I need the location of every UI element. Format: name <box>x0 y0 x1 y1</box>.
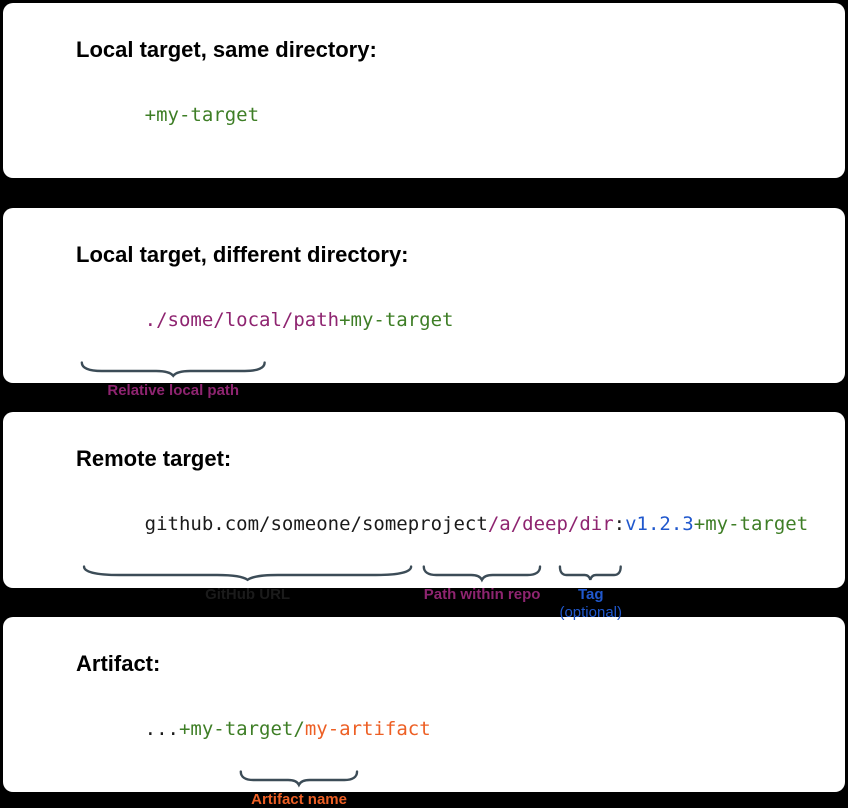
annotation-artifact-name: Artifact name <box>236 770 362 808</box>
annotation-relative-local-path: Relative local path <box>76 361 270 399</box>
annotation-row: Relative local path <box>76 361 825 399</box>
code-segment-github-url: github.com/someone/someproject <box>144 513 488 535</box>
card-remote-target: Remote target: github.com/someone/somepr… <box>3 412 845 621</box>
code-segment-tag: v1.2.3 <box>625 513 694 535</box>
code-segment-target: +my-target <box>339 309 454 331</box>
annotation-label: Path within repo <box>423 586 541 603</box>
underbrace-icon <box>79 565 416 581</box>
card-heading: Remote target: <box>76 446 232 471</box>
annotation-path-within-repo: Path within repo <box>419 565 545 603</box>
code-segment-local-path: ./some/local/path <box>144 309 340 331</box>
underbrace-icon <box>422 565 542 581</box>
underbrace-icon <box>239 770 359 786</box>
annotation-github-url: GitHub URL <box>76 565 419 603</box>
code-segment-target: +my-target <box>693 513 809 535</box>
annotation-label: Relative local path <box>107 382 240 399</box>
code-segment-colon: : <box>613 513 626 535</box>
card-heading: Local target, different directory: <box>76 242 409 267</box>
card-artifact: Artifact: ...+my-target/my-artifact Arti… <box>3 617 845 808</box>
code-segment-repo-path: /a/deep/dir <box>487 513 614 535</box>
card-heading: Artifact: <box>76 651 161 676</box>
annotation-label: GitHub URL <box>205 586 291 603</box>
code-line: github.com/someone/someproject/a/deep/di… <box>76 490 825 559</box>
code-line: ./some/local/path+my-target <box>76 286 825 355</box>
underbrace-icon <box>559 565 622 581</box>
code-segment-artifact: my-artifact <box>304 718 431 740</box>
annotation-row: Artifact name <box>76 770 825 808</box>
code-line: +my-target <box>76 81 825 150</box>
annotation-label: Artifact name <box>251 791 347 808</box>
card-local-target-same-directory: Local target, same directory: +my-target <box>3 3 845 178</box>
annotation-row: GitHub URL Path within repo Tag (optiona… <box>76 565 825 621</box>
code-segment-target: +my-target/ <box>178 718 305 740</box>
code-line: ...+my-target/my-artifact <box>76 695 825 764</box>
annotation-tag: Tag (optional) <box>556 565 625 621</box>
annotation-sublabel: (optional) <box>559 604 622 621</box>
card-local-target-different-directory: Local target, different directory: ./som… <box>3 208 845 399</box>
underbrace-icon <box>79 361 267 377</box>
annotation-label: Tag <box>577 586 604 603</box>
code-segment-ellipsis: ... <box>144 718 179 740</box>
code-segment-target: +my-target <box>144 104 260 126</box>
card-heading: Local target, same directory: <box>76 37 377 62</box>
